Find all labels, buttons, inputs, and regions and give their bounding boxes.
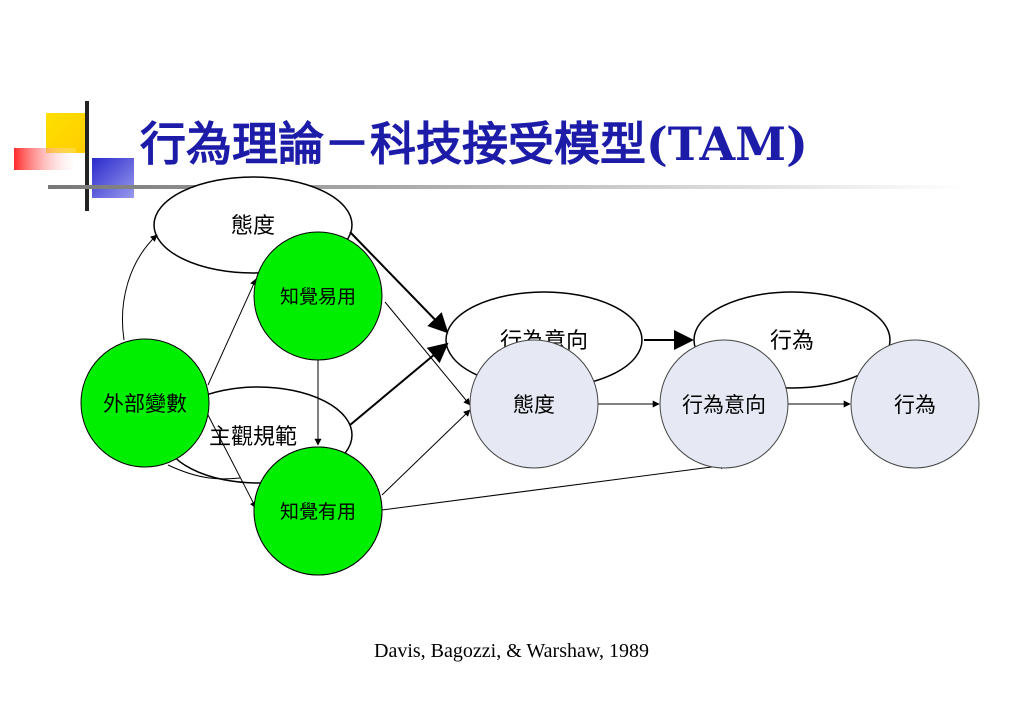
label-behavior: 行為	[894, 393, 936, 417]
bg-label-subjective-norm: 主觀規範	[209, 425, 297, 450]
title-underline	[48, 185, 968, 189]
node-perceived-ease-of-use	[253, 231, 383, 361]
node-attitude	[469, 339, 599, 469]
node-behavioral-intention	[659, 339, 789, 469]
node-behavior	[850, 339, 980, 469]
deco-yellow-square	[46, 113, 86, 153]
arrow-external-to-norm	[167, 464, 241, 480]
label-external-variables: 外部變數	[103, 392, 187, 416]
label-perceived-ease-of-use: 知覺易用	[280, 286, 356, 308]
arrow-attitude-to-intention	[349, 231, 449, 334]
arrow-ease-to-attitude	[384, 301, 471, 406]
arrow-usefulness-to-intention	[381, 462, 728, 511]
node-external-variables	[80, 338, 210, 468]
arrow-external-to-ease	[207, 278, 257, 386]
bg-label-attitude: 態度	[231, 214, 275, 239]
label-behavioral-intention: 行為意向	[682, 393, 766, 417]
arrow-external-to-attitude	[121, 234, 158, 341]
deco-vertical-line	[85, 101, 89, 211]
arrow-usefulness-to-attitude	[381, 409, 471, 496]
deco-red-bar	[14, 148, 76, 170]
arrow-external-to-usefulness	[207, 414, 257, 509]
arrow-norm-to-intention	[349, 342, 449, 426]
label-perceived-usefulness: 知覺有用	[280, 501, 356, 523]
deco-blue-square	[92, 158, 134, 198]
bg-label-behavior: 行為	[770, 329, 814, 354]
node-perceived-usefulness-cover	[253, 446, 383, 576]
citation: Davis, Bagozzi, & Warshaw, 1989	[374, 640, 649, 662]
label-attitude: 態度	[513, 393, 555, 417]
slide-title: 行為理論－科技接受模型(TAM)	[140, 117, 808, 171]
